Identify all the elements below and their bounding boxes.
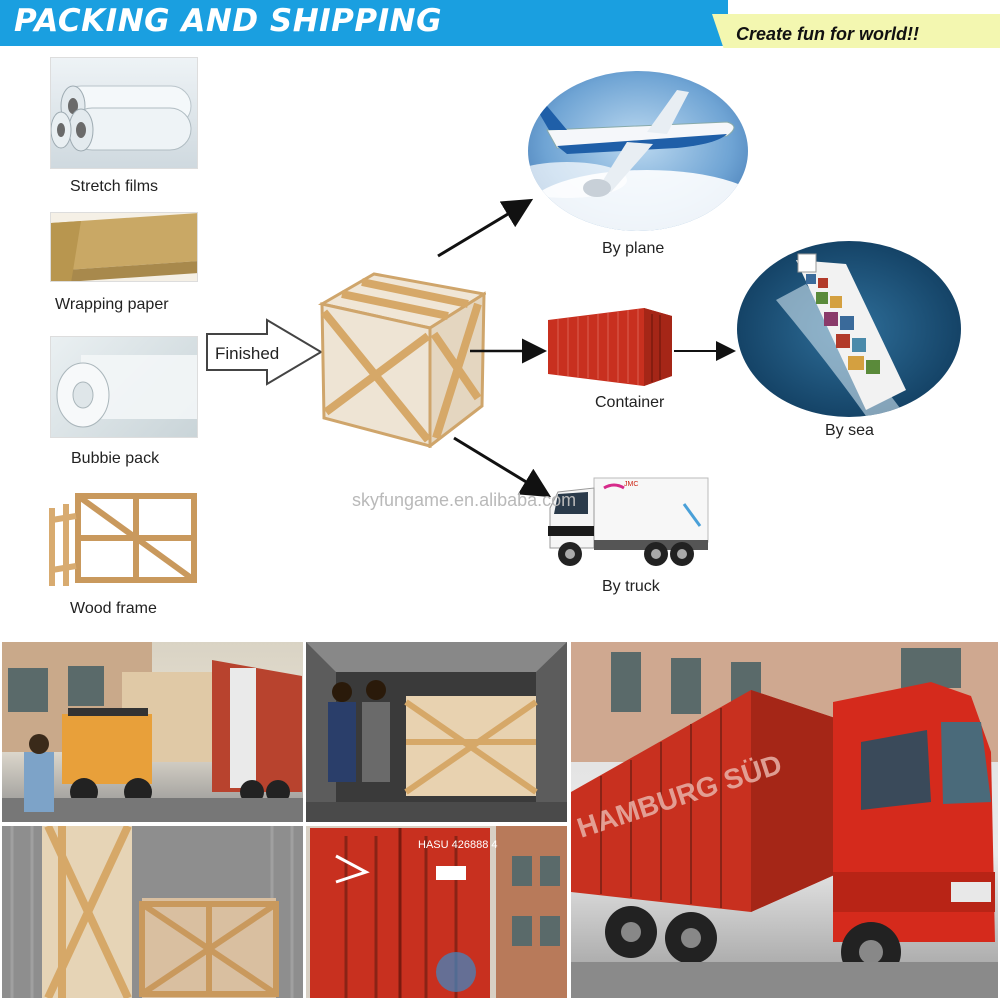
truck-brand-text: JMC xyxy=(624,481,638,488)
airplane-image xyxy=(528,71,748,231)
arrow-to-plane-icon xyxy=(437,198,534,258)
flow-arrows xyxy=(437,198,736,498)
container-label: Container xyxy=(595,394,665,411)
photo-red-truck-container: HAMBURG SÜD xyxy=(571,642,998,998)
delivery-truck-image: JMC xyxy=(548,477,709,566)
bubble-pack-image xyxy=(50,336,198,438)
page-title: PACKING AND SHIPPING xyxy=(14,3,443,39)
shipping-container-image xyxy=(548,308,672,386)
material-label-wrapping-paper: Wrapping paper xyxy=(55,296,169,313)
header-tagline-band xyxy=(712,14,1000,48)
photo-container-doors: HASU 426888 4 xyxy=(306,826,567,998)
by-sea-label: By sea xyxy=(825,422,874,439)
photo-forklift-loading xyxy=(2,642,303,822)
wooden-crate-image xyxy=(318,272,486,448)
finished-label: Finished xyxy=(215,344,280,363)
cargo-ship-image xyxy=(737,241,961,417)
header-title-band xyxy=(0,0,728,46)
wrapping-paper-image xyxy=(50,212,198,282)
stretch-film-image xyxy=(50,57,198,169)
finished-arrow-icon xyxy=(206,318,323,386)
container-code-text: HASU 426888 4 xyxy=(418,839,498,851)
photo-crates-in-container xyxy=(2,826,303,998)
watermark: skyfungame.en.alibaba.com xyxy=(352,490,577,510)
material-label-wood-frame: Wood frame xyxy=(70,600,157,617)
by-plane-label: By plane xyxy=(602,240,665,257)
wood-frame-image xyxy=(48,490,200,590)
material-label-stretch-films: Stretch films xyxy=(70,178,159,195)
arrow-to-truck-icon xyxy=(453,436,552,498)
material-label-bubble-pack: Bubbie pack xyxy=(71,450,160,467)
photo-workers-in-container xyxy=(306,642,567,822)
by-truck-label: By truck xyxy=(602,578,660,595)
tagline: Create fun for world!! xyxy=(736,24,919,44)
